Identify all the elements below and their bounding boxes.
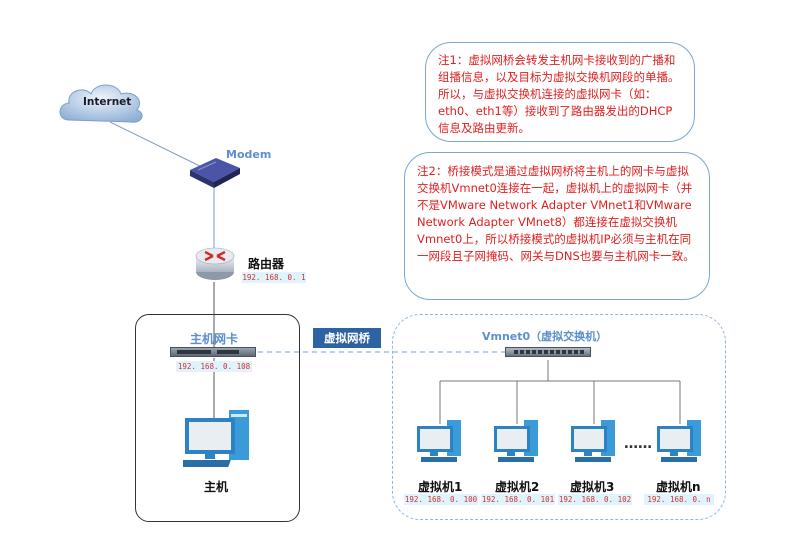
router-label: 路由器 bbox=[248, 257, 285, 271]
cloud-icon bbox=[59, 84, 143, 123]
virtual-bridge-label: 虚拟网桥 bbox=[313, 328, 381, 348]
vm-ellipsis: …… bbox=[624, 436, 652, 452]
vmnet0-switch-icon bbox=[505, 347, 591, 357]
host-nic-label: 主机网卡 bbox=[190, 332, 239, 346]
vm1-label: 虚拟机1 bbox=[418, 480, 463, 494]
modem-icon bbox=[186, 150, 242, 192]
vm1-ip: 192. 168. 0. 100 bbox=[404, 494, 478, 505]
modem-label: Modem bbox=[226, 148, 272, 161]
host-computer-icon bbox=[176, 410, 255, 470]
vmn-ip: 192. 168. 0. n bbox=[644, 494, 714, 505]
vm2-label: 虚拟机2 bbox=[495, 480, 540, 494]
host-container bbox=[135, 314, 300, 522]
vm3-label: 虚拟机3 bbox=[570, 480, 615, 494]
internet-modem-line bbox=[109, 121, 213, 173]
note-1: 注1：虚拟网桥会转发主机网卡接收到的广播和组播信息，以及目标为虚拟交换机网段的单… bbox=[425, 42, 695, 142]
host-nic-ip: 192. 168. 0. 108 bbox=[176, 361, 252, 372]
vm2-ip: 192. 168. 0. 101 bbox=[481, 494, 555, 505]
router-ip: 192. 168. 0. 1 bbox=[242, 272, 306, 283]
vmn-icon bbox=[655, 420, 707, 466]
note-2: 注2：桥接模式是通过虚拟网桥将主机上的网卡与虚拟交换机Vmnet0连接在一起，虚… bbox=[404, 152, 710, 300]
vm1-icon bbox=[415, 420, 467, 466]
vmn-label: 虚拟机n bbox=[656, 480, 701, 494]
host-nic-icon bbox=[170, 347, 256, 357]
vm2-icon bbox=[492, 420, 544, 466]
host-label: 主机 bbox=[204, 480, 229, 494]
internet-label: Internet bbox=[83, 96, 132, 108]
vm3-icon bbox=[569, 420, 621, 466]
internet-cloud: Internet bbox=[55, 78, 147, 128]
vm3-ip: 192. 168. 0. 102 bbox=[558, 494, 632, 505]
vmnet0-label: Vmnet0（虚拟交换机） bbox=[482, 330, 608, 343]
vm-network-area bbox=[392, 314, 726, 520]
router-icon bbox=[193, 240, 237, 284]
